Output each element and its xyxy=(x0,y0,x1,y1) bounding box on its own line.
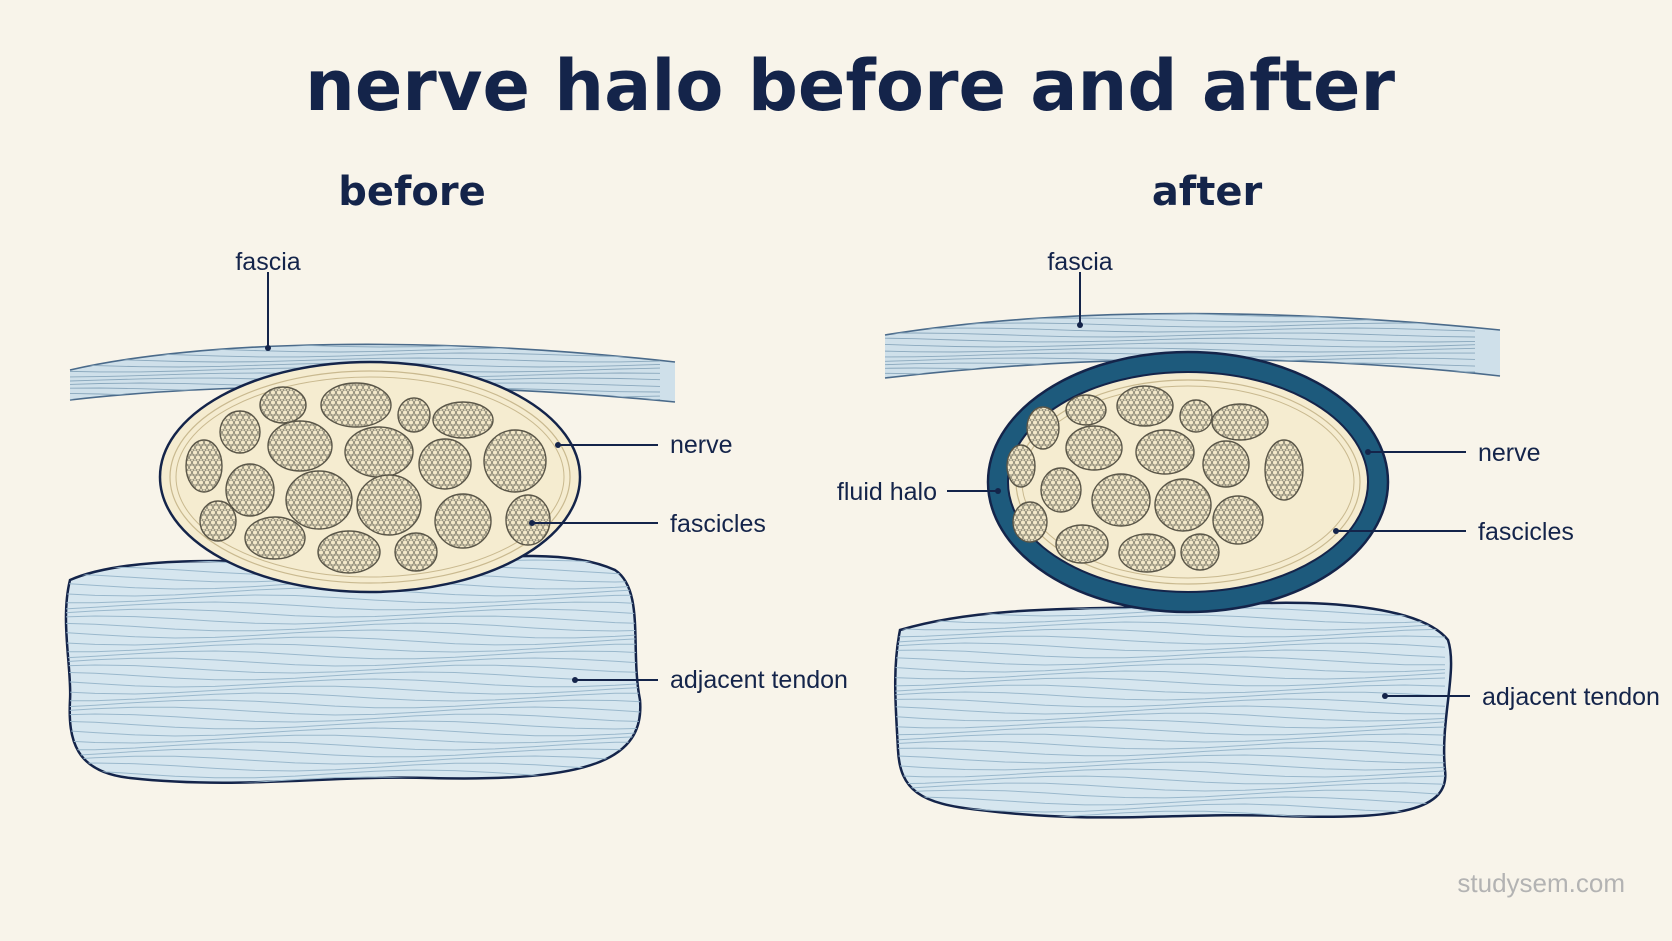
fascicle xyxy=(432,401,494,439)
fascicles-before-label: fascicles xyxy=(670,510,766,538)
fascicle xyxy=(219,410,261,454)
tendon-after-label: adjacent tendon xyxy=(1482,683,1660,711)
fascicle xyxy=(317,530,381,574)
adjacent-tendon-after xyxy=(893,601,1453,819)
fascicle xyxy=(505,494,551,546)
fascicle xyxy=(397,397,431,433)
tendon-before-label: adjacent tendon xyxy=(670,666,848,694)
fascicle xyxy=(1212,495,1264,545)
fascicle xyxy=(1264,439,1304,501)
fascicle xyxy=(267,420,333,472)
watermark: studysem.com xyxy=(1457,868,1625,898)
fascicle xyxy=(1065,394,1107,426)
nerve-after xyxy=(1006,371,1369,593)
adjacent-tendon-before xyxy=(64,554,642,784)
panel-before: before fascia nerve fascicles xyxy=(64,169,848,784)
fascicle xyxy=(1091,473,1151,527)
fascia-before-label: fascia xyxy=(235,248,300,276)
fascicle xyxy=(1180,533,1220,571)
fascicle xyxy=(1040,467,1082,513)
fascicle xyxy=(1065,425,1123,471)
fascicle xyxy=(225,463,275,517)
fascicle xyxy=(1211,403,1269,441)
nerve-after-label: nerve xyxy=(1478,439,1541,467)
fascicles-after-label: fascicles xyxy=(1478,518,1574,546)
fascicle xyxy=(1118,533,1176,573)
panel-after-heading: after xyxy=(1152,169,1263,215)
fascicle xyxy=(418,438,472,490)
fascicle xyxy=(1202,440,1250,488)
fascicle xyxy=(356,474,422,536)
fascicle xyxy=(320,382,392,428)
fascicle xyxy=(1116,385,1174,427)
fascicle xyxy=(1179,399,1213,433)
fascicle xyxy=(1012,501,1048,543)
fascicle xyxy=(1055,524,1109,564)
panel-before-heading: before xyxy=(338,169,486,215)
fascicle xyxy=(244,516,306,560)
fascicle xyxy=(1154,478,1212,532)
fascicle xyxy=(344,426,414,478)
fascicle xyxy=(185,439,223,493)
fascicle xyxy=(259,386,307,424)
fascicle xyxy=(1026,406,1060,450)
fascicle xyxy=(394,532,438,572)
fascicle xyxy=(285,470,353,530)
halo-after-label: fluid halo xyxy=(837,478,937,506)
fascicle xyxy=(483,429,547,493)
nerve-before xyxy=(158,360,582,594)
panel-after: after fascia fluid halo xyxy=(837,169,1660,819)
fascicle xyxy=(434,493,492,549)
main-title: nerve halo before and after xyxy=(305,45,1396,127)
nerve-before-label: nerve xyxy=(670,431,733,459)
fascicle xyxy=(1006,444,1036,488)
fascia-after-label: fascia xyxy=(1047,248,1112,276)
fascicle xyxy=(199,500,237,542)
fascicle xyxy=(1135,429,1195,475)
